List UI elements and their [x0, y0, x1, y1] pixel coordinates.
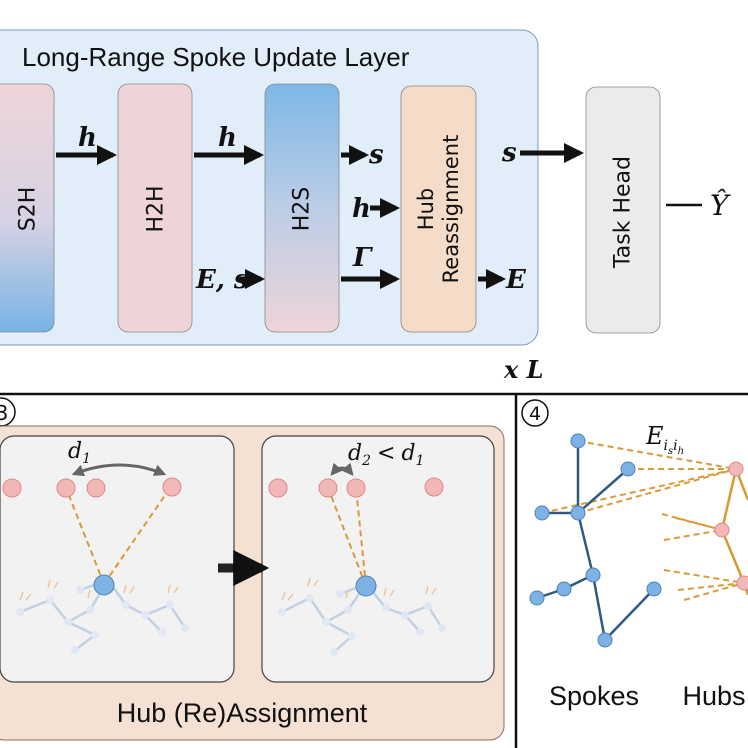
hub-node-3: [736, 575, 748, 591]
before-hub-node-4: [162, 477, 182, 497]
panel4-marker-circle: [521, 399, 549, 427]
before-distance-arrow: [71, 463, 167, 477]
arrow-label-h1: h: [78, 123, 97, 153]
spoke-hub-dashed-edges: [541, 440, 745, 601]
h2h-block: [117, 83, 193, 333]
hub-label-line2: Reassignment: [439, 135, 463, 284]
after-faint-nodes: [278, 590, 446, 656]
hub-label-line1: Hub: [414, 188, 438, 230]
after-dashed-1: [327, 487, 367, 587]
before-spoke-node: [93, 574, 115, 596]
h2s-block: [264, 83, 340, 333]
spoke-node-9: [646, 581, 662, 597]
hub-node-2: [714, 522, 730, 538]
after-spoke-node: [355, 575, 377, 597]
task-head-block: [585, 86, 661, 334]
after-distance-arrow: [330, 462, 354, 476]
arrow-label-s-task: s: [501, 138, 517, 168]
output-y-hat: Ŷ: [710, 189, 731, 222]
hub-node-1: [728, 461, 744, 477]
arrow-label-h-in: h: [352, 194, 371, 224]
d1-label: d1: [68, 439, 91, 467]
after-sparkles: [281, 577, 437, 601]
spoke-node-4: [570, 505, 586, 521]
after-dashed-2: [355, 487, 367, 587]
before-hub-node-3: [86, 478, 106, 498]
spoke-node-2: [620, 461, 636, 477]
h2s-label: H2S: [290, 187, 315, 232]
arrow-label-e-out: E: [505, 265, 527, 295]
arrow-label-h2: h: [218, 123, 237, 153]
spoke-node-8: [597, 632, 613, 648]
spoke-node-7: [529, 590, 545, 606]
after-box: [261, 435, 495, 683]
spoke-node-3: [534, 505, 550, 521]
before-box: [0, 435, 235, 683]
arrow-label-gamma: Γ: [352, 243, 373, 273]
spoke-tree-edges: [536, 441, 655, 641]
arrow-label-es: E, s: [195, 265, 249, 295]
spoke-node-6: [556, 581, 572, 597]
spokes-label: Spokes: [549, 681, 639, 711]
after-hub-node-4: [424, 477, 444, 497]
before-dashed-1: [65, 487, 105, 585]
spoke-node-5: [585, 567, 601, 583]
before-hub-node-2: [56, 478, 76, 498]
edge-label: Eisih: [645, 422, 684, 457]
panel3-caption: Hub (Re)Assignment: [117, 698, 368, 728]
h2h-label: H2H: [144, 185, 169, 232]
spoke-node-1: [570, 433, 586, 449]
layer-title: Long-Range Spoke Update Layer: [22, 42, 410, 72]
hub-reassignment-block: [400, 85, 477, 333]
before-faint-nodes: [16, 586, 189, 654]
arrow-label-s-out: s: [368, 140, 384, 170]
d2-lt-d1-label: d2<d1: [348, 441, 424, 469]
s2h-label: S2H: [16, 187, 41, 232]
before-hub-node-1: [2, 478, 22, 498]
after-hub-node-2: [318, 478, 338, 498]
s2h-block: [0, 83, 55, 333]
hubs-label: Hubs: [682, 681, 745, 711]
panel3-marker: 3: [0, 401, 8, 425]
task-head-label: Task Head: [611, 156, 636, 269]
repeat-label: x L: [503, 355, 544, 384]
after-hub-node-3: [346, 478, 366, 498]
after-hub-node-1: [268, 478, 288, 498]
before-sparkles: [19, 579, 179, 601]
panel4-marker: 4: [529, 403, 541, 425]
